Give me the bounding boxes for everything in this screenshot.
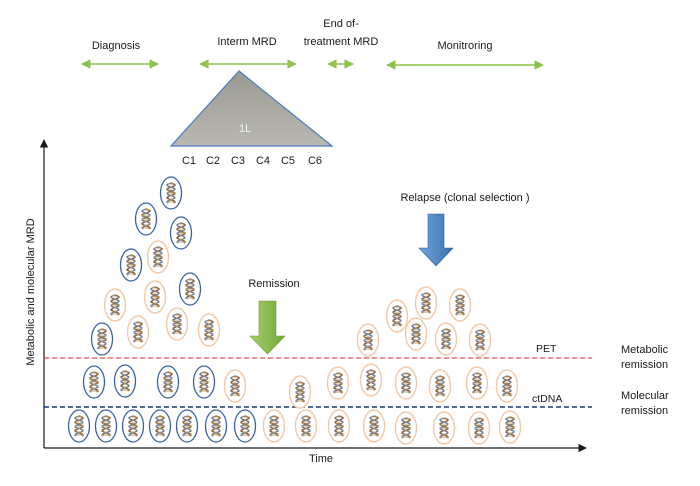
beige-cell-icon (294, 409, 318, 443)
beige-cell-icon (385, 299, 409, 333)
molecular-remission-label-line1: Molecular (621, 390, 669, 402)
blue-cell-icon (192, 365, 216, 399)
beige-cell-icon (143, 280, 167, 314)
beige-cell-icon (362, 409, 386, 443)
beige-cell-icon (434, 322, 458, 356)
blue-cell-icon (159, 176, 183, 210)
beige-cell-icon (495, 369, 519, 403)
beige-cell-icon (468, 323, 492, 357)
blue-cell-icon (113, 364, 137, 398)
beige-cell-icon (432, 411, 456, 445)
blue-cell-icon (94, 409, 118, 443)
treatment-triangle (169, 70, 334, 147)
beige-cell-icon (498, 410, 522, 444)
blue-cell-icon (148, 409, 172, 443)
beige-cell-icon (262, 409, 286, 443)
blue-cell-icon (233, 409, 257, 443)
beige-cell-icon (356, 323, 380, 357)
cycle-label-c6: C6 (308, 155, 322, 167)
cycle-label-c5: C5 (281, 155, 295, 167)
beige-cell-icon (197, 313, 221, 347)
phase-end-treatment-label-line2: treatment MRD (304, 36, 379, 48)
beige-cell-icon (223, 369, 247, 403)
beige-cell-icon (394, 411, 418, 445)
x-axis-label: Time (309, 453, 333, 465)
remission-label: Remission (248, 278, 299, 290)
blue-cell-icon (175, 409, 199, 443)
blue-cell-icon (119, 248, 143, 282)
beige-cell-icon (126, 315, 150, 349)
phase-interm-mrd-label: Interm MRD (217, 36, 276, 48)
beige-cell-icon (327, 409, 351, 443)
beige-cell-icon (465, 366, 489, 400)
pet-line-label: PET (536, 343, 557, 355)
blue-cell-icon (134, 202, 158, 236)
beige-cell-icon (467, 411, 491, 445)
metabolic-remission-label-line2: remission (621, 359, 668, 371)
beige-cell-icon (326, 366, 350, 400)
blue-cell-icon (121, 409, 145, 443)
molecular-remission-label-line2: remission (621, 405, 668, 417)
beige-cell-icon (103, 288, 127, 322)
phase-monitoring-label: Monitroring (437, 40, 492, 52)
blue-cell-icon (169, 216, 193, 250)
relapse-label: Relapse (clonal selection ) (400, 192, 529, 204)
cycle-label-c3: C3 (231, 155, 245, 167)
beige-cell-icon (288, 375, 312, 409)
blue-cell-icon (67, 409, 91, 443)
cycle-label-c4: C4 (256, 155, 270, 167)
blue-cell-icon (204, 409, 228, 443)
ctdna-line-label: ctDNA (532, 393, 562, 405)
beige-cell-icon (394, 366, 418, 400)
cycle-label-c2: C2 (206, 155, 220, 167)
beige-cell-icon (428, 369, 452, 403)
blue-cell-icon (178, 272, 202, 306)
beige-cell-icon (448, 288, 472, 322)
beige-cell-icon (404, 317, 428, 351)
blue-cell-icon (156, 365, 180, 399)
relapse-arrow (418, 213, 454, 267)
beige-cell-icon (414, 286, 438, 320)
treatment-line-label: 1L (239, 123, 251, 135)
cycle-label-c1: C1 (182, 155, 196, 167)
beige-cell-icon (146, 240, 170, 274)
beige-cell-icon (359, 363, 383, 397)
y-axis-label: Metabolic and molecular MRD (25, 218, 37, 365)
phase-end-treatment-label-line1: End of- (323, 18, 359, 30)
cell-population (67, 176, 522, 445)
metabolic-remission-label-line1: Metabolic (621, 344, 669, 356)
blue-cell-icon (82, 365, 106, 399)
beige-cell-icon (165, 307, 189, 341)
blue-cell-icon (90, 322, 114, 356)
phase-diagnosis-label: Diagnosis (92, 40, 141, 52)
remission-arrow (249, 300, 286, 355)
